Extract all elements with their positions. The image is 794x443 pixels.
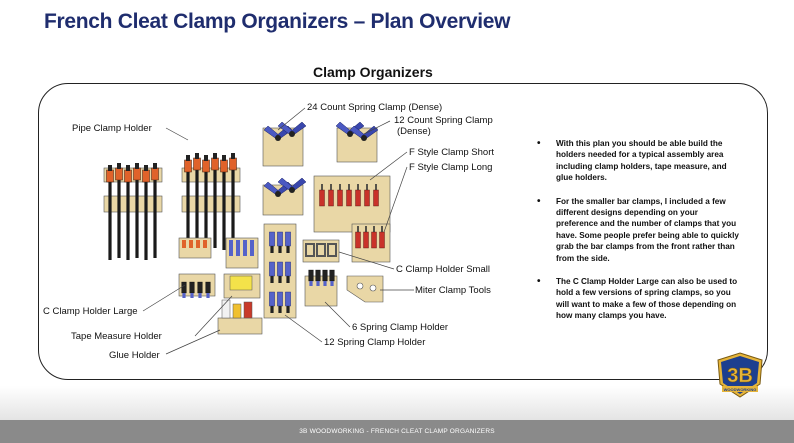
overview-panel [38,83,768,380]
label-24-count-spring: 24 Count Spring Clamp (Dense) [307,102,443,113]
logo-subtext: WOODWORKING [724,387,757,392]
footer-fade [0,386,794,420]
glue-holder-art [217,299,263,335]
label-6-spring: 6 Spring Clamp Holder [352,322,449,333]
dense-spring-holders [262,121,379,216]
label-miter-clamp-tools: Miter Clamp Tools [415,285,491,296]
pipe-clamp-holder-right [181,152,241,251]
note-item: With this plan you should be able build … [537,138,742,184]
miter-clamp-tools-art [346,275,384,303]
label-glue-holder: Glue Holder [109,350,160,361]
f-style-holders [313,175,391,263]
pipe-clamp-holder-left [103,162,163,261]
spring-column-holder [263,223,297,319]
label-12-count-spring-dense: 12 Count Spring Clamp [394,115,493,126]
label-pipe-clamp-holder: Pipe Clamp Holder [72,123,152,134]
small-bar-holders [178,237,259,269]
3b-woodworking-logo: 3B WOODWORKING [717,352,763,398]
c-clamp-holder-small-art [302,239,340,263]
six-spring-holder-art [304,269,338,307]
notes-list: With this plan you should be able build … [537,138,742,334]
label-f-style-short: F Style Clamp Short [409,147,494,158]
label-c-clamp-large: C Clamp Holder Large [43,306,138,317]
label-tape-measure: Tape Measure Holder [71,331,162,342]
c-clamp-holder-large-art [178,273,216,299]
footer-bar: 3B WOODWORKING - FRENCH CLEAT CLAMP ORGA… [0,420,794,443]
label-c-clamp-small: C Clamp Holder Small [396,264,490,275]
tape-measure-holder-art [223,273,261,299]
logo-text: 3B [727,365,753,387]
note-item: The C Clamp Holder Large can also be use… [537,276,742,322]
label-f-style-long: F Style Clamp Long [409,162,493,173]
section-title: Clamp Organizers [313,64,433,80]
page-title: French Cleat Clamp Organizers – Plan Ove… [44,10,511,33]
leader-lines [142,107,414,355]
label-12-spring: 12 Spring Clamp Holder [324,337,426,348]
label-12-count-spring-dense-sub: (Dense) [397,126,431,137]
note-item: For the smaller bar clamps, I included a… [537,196,742,264]
